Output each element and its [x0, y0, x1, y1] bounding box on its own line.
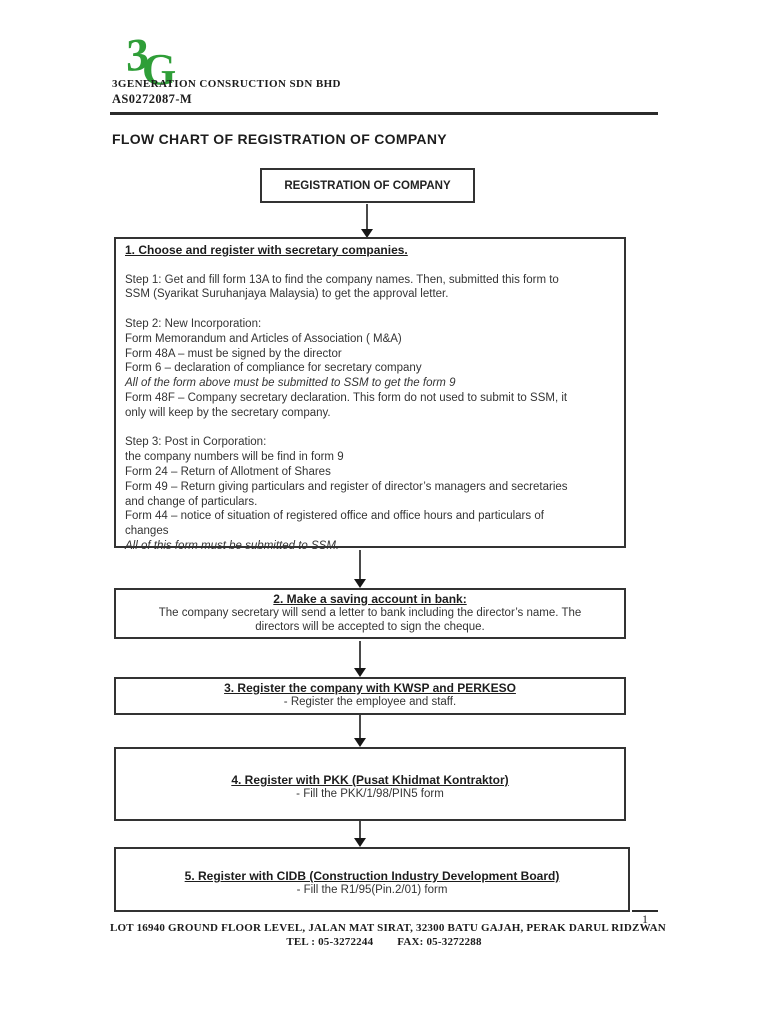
arrow-line-3: [359, 641, 361, 668]
text-line: All of this form must be submitted to SS…: [125, 539, 340, 552]
step-5-body: - Fill the R1/95(Pin.2/01) form: [116, 883, 628, 897]
company-logo-3g-icon: 3 G: [120, 28, 210, 96]
text-line: Form 24 – Return of Allotment of Shares: [125, 465, 331, 478]
text-line: Step 3: Post in Corporation:: [125, 436, 267, 449]
text-line: The company secretary will send a letter…: [158, 607, 582, 619]
company-registration-number: AS0272087-M: [112, 92, 193, 106]
text-line: Form 49 – Return giving particulars and …: [125, 480, 568, 493]
text-line: Form Memorandum and Articles of Associat…: [125, 332, 402, 345]
text-line: SSM (Syarikat Suruhanjaya Malaysia) to g…: [125, 288, 449, 301]
flowchart-step-3-box: 3. Register the company with KWSP and PE…: [114, 677, 626, 715]
text-line: - Fill the PKK/1/98/PIN5 form: [296, 788, 444, 800]
arrow-down-icon: [354, 579, 366, 588]
flowchart-start-box: REGISTRATION OF COMPANY: [260, 168, 475, 203]
text-line: [125, 258, 615, 273]
text-line: only will keep by the secretary company.: [125, 406, 331, 419]
arrow-line-2: [359, 550, 361, 579]
page-title: FLOW CHART OF REGISTRATION OF COMPANY: [112, 131, 447, 147]
header-divider: [110, 112, 658, 115]
text-line: Form 48F – Company secretary declaration…: [125, 391, 568, 404]
text-line: the company numbers will be find in form…: [125, 451, 344, 464]
flowchart-step-5-box: 5. Register with CIDB (Construction Indu…: [114, 847, 630, 912]
arrow-down-icon: [361, 229, 373, 238]
text-line: directors will be accepted to sign the c…: [255, 621, 485, 633]
arrow-line-1: [366, 204, 368, 229]
logo-letter-g: G: [142, 45, 177, 94]
step-3-body: - Register the employee and staff.: [116, 695, 624, 709]
text-line: All of the form above must be submitted …: [125, 377, 456, 390]
footer-tel: TEL : 05-3272244: [286, 936, 374, 948]
step-4-body: - Fill the PKK/1/98/PIN5 form: [116, 787, 624, 801]
page-number: 1: [642, 912, 648, 926]
page-number-rule: [632, 910, 658, 912]
step-4-title: 4. Register with PKK (Pusat Khidmat Kont…: [231, 773, 509, 787]
arrow-line-4: [359, 715, 361, 738]
text-line: Form 6 – declaration of compliance for s…: [125, 362, 422, 375]
flowchart-step-4-box: 4. Register with PKK (Pusat Khidmat Kont…: [114, 747, 626, 821]
text-line: - Fill the R1/95(Pin.2/01) form: [296, 884, 448, 896]
flowchart-step-1-box: 1. Choose and register with secretary co…: [114, 237, 626, 552]
footer-address: LOT 16940 GROUND FLOOR LEVEL, JALAN MAT …: [110, 922, 666, 934]
arrow-line-5: [359, 821, 361, 838]
text-line: Step 1: Get and fill form 13A to find th…: [125, 273, 559, 286]
text-line: changes: [125, 525, 169, 538]
step-1-body: Step 1: Get and fill form 13A to find th…: [125, 258, 615, 554]
step-1-title: 1. Choose and register with secretary co…: [125, 243, 408, 257]
step-2-title: 2. Make a saving account in bank:: [273, 592, 467, 606]
text-line: Form 48A – must be signed by the directo…: [125, 347, 342, 360]
text-line: and change of particulars.: [125, 495, 258, 508]
footer-contact: TEL : 05-3272244 FAX: 05-3272288: [110, 936, 658, 948]
text-line: Form 44 – notice of situation of registe…: [125, 510, 544, 523]
step-5-title: 5. Register with CIDB (Construction Indu…: [184, 869, 560, 883]
step-3-title: 3. Register the company with KWSP and PE…: [224, 681, 516, 695]
flowchart-step-2-box: 2. Make a saving account in bank: The co…: [114, 588, 626, 639]
company-name: 3GENERATION CONSRUCTION SDN BHD: [112, 78, 341, 90]
footer-fax: FAX: 05-3272288: [397, 936, 482, 948]
arrow-down-icon: [354, 738, 366, 747]
arrow-down-icon: [354, 668, 366, 677]
text-line: [125, 421, 615, 436]
step-2-body: The company secretary will send a letter…: [116, 606, 624, 634]
text-line: - Register the employee and staff.: [283, 696, 457, 708]
text-line: Step 2: New Incorporation:: [125, 317, 262, 330]
text-line: [125, 302, 615, 317]
arrow-down-icon: [354, 838, 366, 847]
start-box-label: REGISTRATION OF COMPANY: [284, 179, 451, 192]
